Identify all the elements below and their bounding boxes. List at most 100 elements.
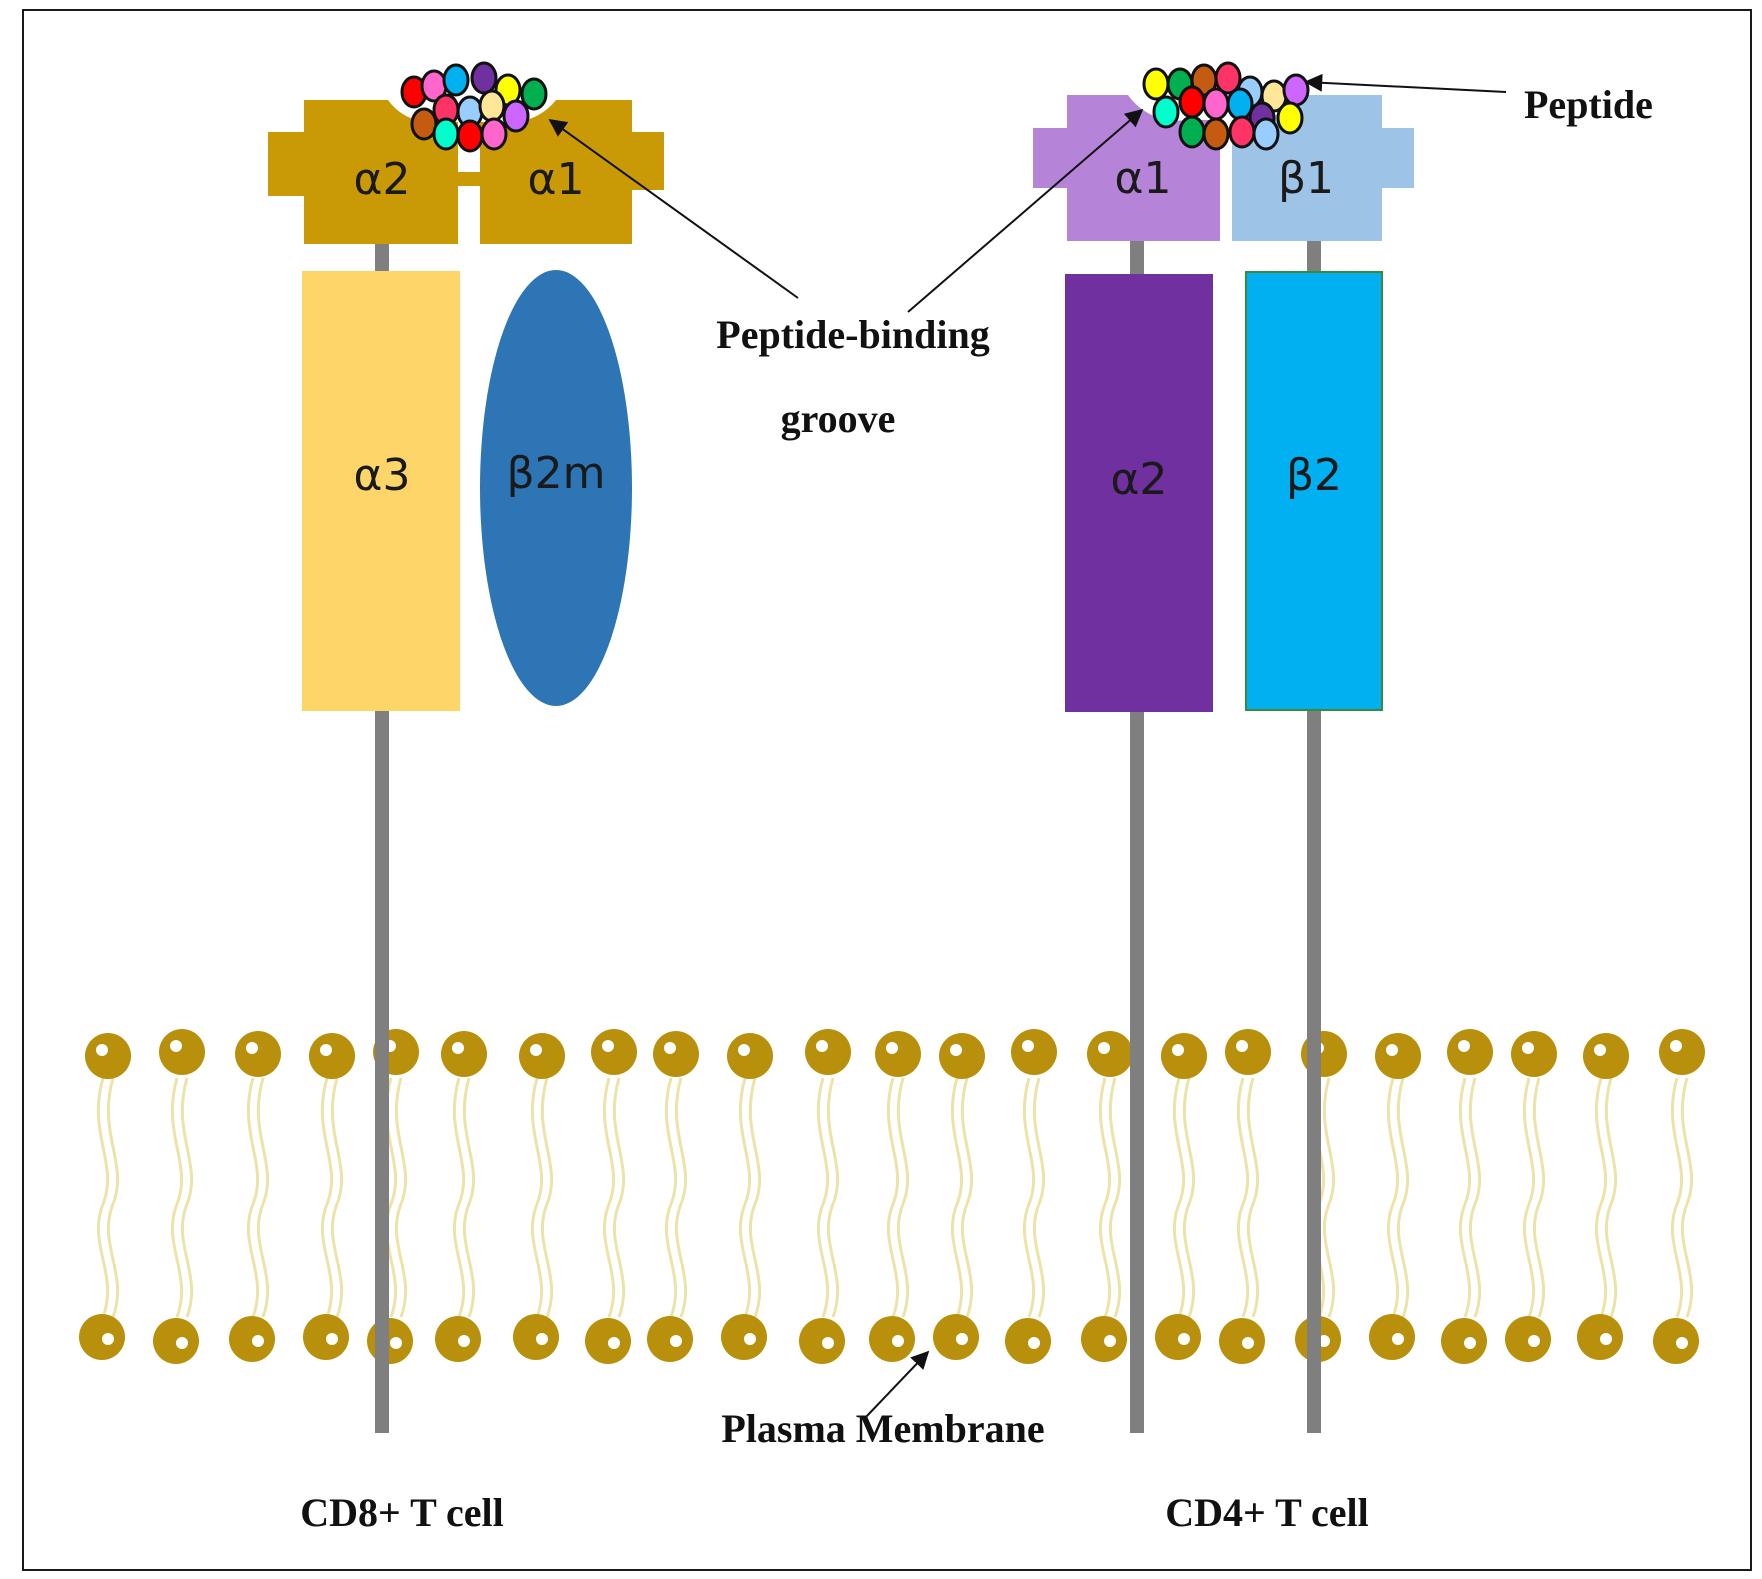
lipid-tail — [540, 1077, 554, 1318]
mhc2-alpha2-label: α2 — [1111, 454, 1168, 505]
lipid-tail — [960, 1077, 974, 1318]
lipid-head-highlight — [246, 1042, 258, 1054]
lipid-head-outer — [653, 1031, 699, 1077]
peptide-label: Peptide — [1524, 82, 1653, 127]
lipid-head-inner — [647, 1316, 693, 1362]
lipid-head-highlight — [1386, 1044, 1398, 1056]
lipid-tail — [452, 1077, 466, 1318]
cd8-t-cell-label: CD8+ T cell — [300, 1490, 504, 1535]
mhc1-beta2m-label: β2m — [507, 448, 606, 499]
lipid-molecule — [933, 1033, 985, 1360]
lipid-tail — [1532, 1077, 1546, 1318]
mhc2-peptide — [1142, 61, 1310, 151]
lipid-head-inner — [1505, 1316, 1551, 1362]
lipid-tail — [1468, 1077, 1482, 1318]
lipid-head-inner — [79, 1314, 125, 1360]
mhc1-alpha3-domain — [302, 271, 460, 711]
lipid-head-highlight — [1104, 1335, 1116, 1347]
lipid-head-outer — [85, 1033, 131, 1079]
lipid-molecule — [1219, 1029, 1271, 1364]
mhc2-alpha2-domain — [1065, 274, 1213, 712]
lipid-head-inner — [1155, 1314, 1201, 1360]
lipid-head-highlight — [1600, 1333, 1612, 1345]
peptide-bead — [442, 63, 470, 97]
cd4-t-cell-label: CD4+ T cell — [1165, 1490, 1369, 1535]
lipid-molecule — [647, 1031, 699, 1362]
lipid-head-outer — [1011, 1029, 1057, 1075]
lipid-tail — [96, 1077, 110, 1318]
lipid-head-outer — [805, 1029, 851, 1075]
peptide-bead — [410, 107, 438, 141]
lipid-head-highlight — [252, 1335, 264, 1347]
peptide-bead — [520, 77, 548, 111]
lipid-head-highlight — [326, 1333, 338, 1345]
lipid-tail — [950, 1077, 964, 1318]
lipid-tail — [1604, 1077, 1618, 1318]
lipid-head-highlight — [602, 1040, 614, 1052]
lipid-molecule — [513, 1033, 565, 1360]
lipid-molecule — [1155, 1033, 1207, 1360]
lipid-head-highlight — [822, 1337, 834, 1349]
lipid-tail — [330, 1077, 344, 1318]
lipid-molecule — [303, 1033, 355, 1360]
lipid-tail — [664, 1077, 678, 1318]
plasma-membrane-bilayer — [79, 1029, 1705, 1364]
peptide-bead — [1178, 85, 1206, 119]
peptide-bead — [1252, 117, 1280, 151]
lipid-tail — [748, 1077, 762, 1318]
peptide-bead — [456, 119, 484, 153]
lipid-head-highlight — [950, 1044, 962, 1056]
lipid-head-highlight — [390, 1337, 402, 1349]
lipid-tail — [896, 1077, 910, 1318]
lipid-head-highlight — [536, 1333, 548, 1345]
lipid-head-highlight — [956, 1333, 968, 1345]
lipid-head-outer — [1511, 1031, 1557, 1077]
lipid-molecule — [1441, 1029, 1493, 1364]
lipid-head-highlight — [1236, 1040, 1248, 1052]
lipid-head-highlight — [664, 1042, 676, 1054]
mhc1-alpha-connector — [455, 172, 487, 186]
lipid-head-inner — [721, 1314, 767, 1360]
lipid-tail — [394, 1077, 408, 1318]
lipid-tail — [1172, 1077, 1186, 1318]
lipid-head-highlight — [816, 1040, 828, 1052]
lipid-tail — [886, 1077, 900, 1318]
lipid-head-outer — [1375, 1033, 1421, 1079]
lipid-head-inner — [933, 1314, 979, 1360]
lipid-head-outer — [1583, 1033, 1629, 1079]
lipid-tail — [1032, 1077, 1046, 1318]
lipid-molecule — [1505, 1031, 1557, 1362]
lipid-molecule — [585, 1029, 637, 1364]
lipid-head-highlight — [1594, 1044, 1606, 1056]
lipid-head-highlight — [530, 1044, 542, 1056]
lipid-head-inner — [1441, 1318, 1487, 1364]
mhc2-beta1-label: β1 — [1278, 153, 1334, 204]
lipid-tail — [1594, 1077, 1608, 1318]
lipid-molecule — [153, 1029, 205, 1364]
mhc2-beta2-domain — [1245, 271, 1383, 711]
lipid-tail — [1022, 1077, 1036, 1318]
lipid-head-inner — [303, 1314, 349, 1360]
peptide-arrow — [1304, 73, 1507, 93]
lipid-head-outer — [1225, 1029, 1271, 1075]
lipid-head-highlight — [1458, 1040, 1470, 1052]
lipid-head-inner — [1219, 1318, 1265, 1364]
lipid-tail — [170, 1077, 184, 1318]
peptide-bead — [432, 117, 460, 151]
lipid-head-outer — [591, 1029, 637, 1075]
lipid-head-outer — [159, 1029, 205, 1075]
lipid-head-highlight — [1464, 1337, 1476, 1349]
lipid-molecule — [799, 1029, 851, 1364]
lipid-tail — [602, 1077, 616, 1318]
lipid-molecule — [1369, 1033, 1421, 1360]
mhc2-alpha1-domain — [1033, 95, 1220, 241]
peptide-bead — [1152, 95, 1180, 129]
groove-arrow-mhc1 — [548, 118, 799, 299]
lipid-head-highlight — [1178, 1333, 1190, 1345]
lipid-head-inner — [229, 1316, 275, 1362]
lipid-tail — [1680, 1077, 1694, 1318]
lipid-head-inner — [1005, 1318, 1051, 1364]
lipid-tail — [1670, 1077, 1684, 1318]
lipid-head-inner — [1653, 1318, 1699, 1364]
